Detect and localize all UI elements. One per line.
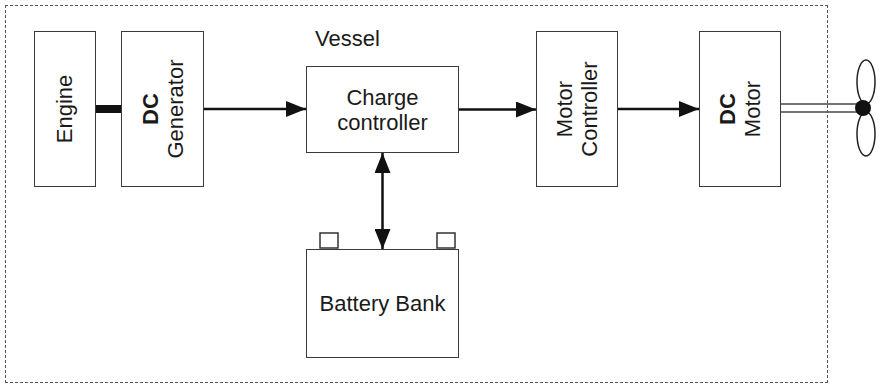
propeller-hub: [855, 100, 871, 116]
flow-arrow: [381, 153, 384, 249]
text-group: Vessel: [315, 26, 380, 51]
battery-terminal: [437, 233, 455, 248]
box-label: Battery Bank: [313, 291, 453, 316]
text-group: DCMotor: [715, 39, 766, 179]
box-label: Engine: [52, 39, 77, 179]
battery-box: Battery Bank: [306, 249, 459, 358]
text-group: DCGenerator: [137, 39, 188, 179]
flow-arrow: [204, 108, 306, 111]
propeller-blade: [857, 112, 875, 156]
box-label: Generator: [163, 39, 188, 179]
box-label: Motor: [740, 39, 765, 179]
text-group: Motor Controller: [552, 49, 603, 169]
propeller-blade: [857, 60, 875, 104]
text-group: Battery Bank: [313, 291, 453, 316]
region-label: Vessel: [315, 26, 380, 51]
propeller-shaft: [780, 103, 858, 105]
motor-box: DCMotor: [699, 31, 781, 187]
battery-terminal: [320, 233, 338, 248]
controller-box: Charge controller: [306, 66, 459, 153]
flow-arrow: [459, 108, 536, 111]
controller-box: Motor Controller: [536, 31, 618, 187]
flow-arrow: [618, 108, 699, 111]
propeller-shaft: [780, 111, 858, 113]
engine-box: Engine: [34, 31, 96, 187]
box-label: Motor Controller: [552, 49, 603, 169]
generator-box: DCGenerator: [121, 31, 204, 187]
text-group: Engine: [52, 39, 77, 179]
drive-shaft: [96, 105, 121, 113]
vessel-region: EngineDCGeneratorCharge controllerMotor …: [5, 5, 828, 383]
text-group: Charge controller: [313, 84, 453, 135]
box-label: DC: [137, 39, 162, 179]
box-label: Charge controller: [313, 84, 453, 135]
box-label: DC: [715, 39, 740, 179]
